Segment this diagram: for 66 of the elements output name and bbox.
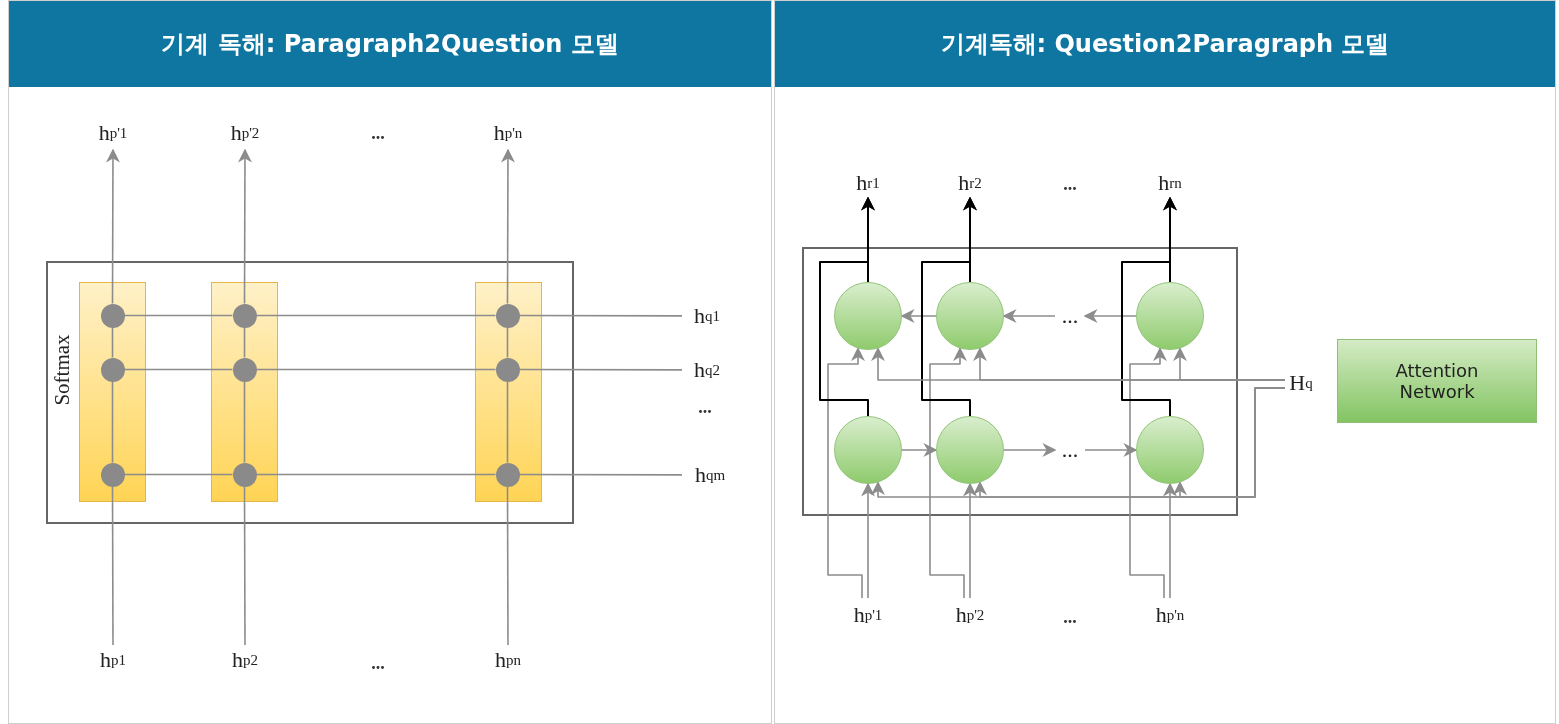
ellipsis: ... bbox=[1055, 304, 1085, 328]
arrow bbox=[1173, 347, 1286, 381]
connector-line bbox=[243, 485, 246, 646]
arrow bbox=[1173, 387, 1286, 498]
connector-line bbox=[506, 380, 509, 464]
attention-bar bbox=[211, 282, 278, 502]
arrow bbox=[500, 148, 515, 305]
arrow bbox=[1129, 347, 1167, 599]
ellipsis: ... bbox=[370, 121, 386, 145]
arrow bbox=[929, 347, 967, 599]
layer-box bbox=[46, 261, 574, 524]
connector-line bbox=[518, 368, 683, 371]
arrow bbox=[105, 148, 120, 305]
arrow bbox=[861, 482, 875, 599]
arrow bbox=[1002, 309, 1056, 323]
arrow bbox=[1083, 309, 1137, 323]
node-dot bbox=[100, 462, 125, 487]
layer-box bbox=[802, 247, 1238, 516]
connector-line bbox=[255, 473, 497, 476]
connector-line bbox=[123, 314, 234, 317]
node-dot bbox=[232, 303, 257, 328]
diagram-panel bbox=[774, 0, 1556, 724]
node-dot bbox=[100, 303, 125, 328]
connector-line bbox=[518, 314, 683, 317]
connector-line bbox=[518, 473, 683, 476]
connector-line bbox=[111, 380, 114, 464]
connector-line bbox=[111, 485, 114, 646]
arrow bbox=[827, 347, 865, 599]
arrow bbox=[237, 148, 252, 305]
arrow bbox=[1121, 196, 1177, 417]
attention-bar bbox=[475, 282, 542, 502]
connector-line bbox=[506, 326, 509, 359]
ellipsis: ... bbox=[370, 651, 386, 675]
arrow bbox=[963, 482, 977, 599]
connector-line bbox=[123, 473, 234, 476]
connector-line bbox=[111, 326, 114, 359]
layer-label: Softmax bbox=[49, 333, 75, 408]
node-dot bbox=[100, 357, 125, 382]
node-dot bbox=[232, 357, 257, 382]
connector-line bbox=[506, 485, 509, 646]
diagram-panel bbox=[8, 0, 772, 724]
ellipsis: ... bbox=[697, 395, 713, 419]
connector-line bbox=[255, 368, 497, 371]
connector-line bbox=[243, 326, 246, 359]
connector-line bbox=[255, 314, 497, 317]
arrow bbox=[819, 196, 875, 417]
node-dot bbox=[495, 357, 520, 382]
ellipsis: ... bbox=[1055, 438, 1085, 462]
node-dot bbox=[495, 462, 520, 487]
ellipsis: ... bbox=[1062, 605, 1078, 629]
arrow bbox=[921, 196, 977, 417]
arrow bbox=[1084, 443, 1138, 457]
arrow bbox=[1003, 443, 1057, 457]
panel-header: 기계 독해: Paragraph2Question 모델 bbox=[9, 1, 771, 87]
ellipsis: ... bbox=[1062, 172, 1078, 196]
node-dot bbox=[495, 303, 520, 328]
connector-line bbox=[243, 380, 246, 464]
panel-header: 기계독해: Question2Paragraph 모델 bbox=[775, 1, 1555, 87]
arrow bbox=[1163, 482, 1177, 599]
attention-network-box: Attention Network bbox=[1337, 339, 1537, 423]
attention-bar bbox=[79, 282, 146, 502]
connector-line bbox=[123, 368, 234, 371]
variable-label: H$^{q}$ bbox=[1285, 368, 1317, 398]
arrow bbox=[901, 443, 938, 457]
arrow bbox=[900, 309, 937, 323]
node-dot bbox=[232, 462, 257, 487]
